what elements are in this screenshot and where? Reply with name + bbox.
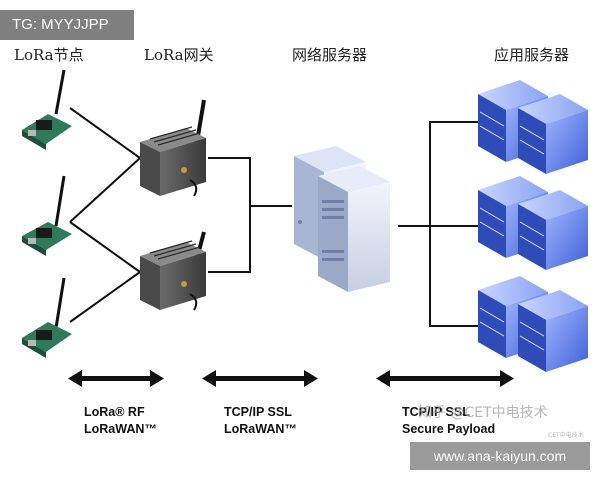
lora-node-1 [22,69,72,150]
protocol-arrows [68,370,514,387]
protocol-line-2: LoRaWAN™ [84,422,157,436]
app-server-rack-1 [478,80,588,174]
lora-gateway-1 [140,99,206,197]
protocol-label-gateway-network: TCP/IP SSL LoRaWAN™ [224,404,297,438]
app-server-rack-2 [478,176,588,270]
connection-lines [69,107,478,327]
protocol-label-rf: LoRa® RF LoRaWAN™ [84,404,157,438]
watermark-subtext: CET中电技术 [548,432,584,439]
arrow-gateway-network-link [202,370,318,387]
column-title-network-server: 网络服务器 [292,46,368,64]
protocol-line-1: LoRa® RF [84,405,145,419]
column-title-lora-gateway: LoRa网关 [144,46,214,64]
protocol-line-2: LoRaWAN™ [224,422,297,436]
protocol-line-1: TCP/IP SSL [224,405,292,419]
column-title-application-server: 应用服务器 [494,46,570,64]
lora-node-3 [22,277,72,358]
protocol-line-2: Secure Payload [402,422,496,436]
column-title-lora-nodes: LoRa节点 [14,46,84,64]
protocol-line-1: TCP/IP SSL [402,405,470,419]
lora-node-2 [22,175,72,256]
arrow-network-app-link [376,370,514,387]
telegram-badge: TG: MYYJJPP [0,10,134,40]
zhihu-watermark: 知乎 @CET中电技术 [418,405,548,421]
lora-gateway-2 [140,231,206,311]
app-server-rack-3 [478,276,588,372]
site-url-banner: www.ana-kaiyun.com [410,442,590,470]
protocol-label-network-app: TCP/IP SSL Secure Payload [402,404,495,438]
arrow-rf-link [68,370,164,387]
network-server [294,146,390,292]
